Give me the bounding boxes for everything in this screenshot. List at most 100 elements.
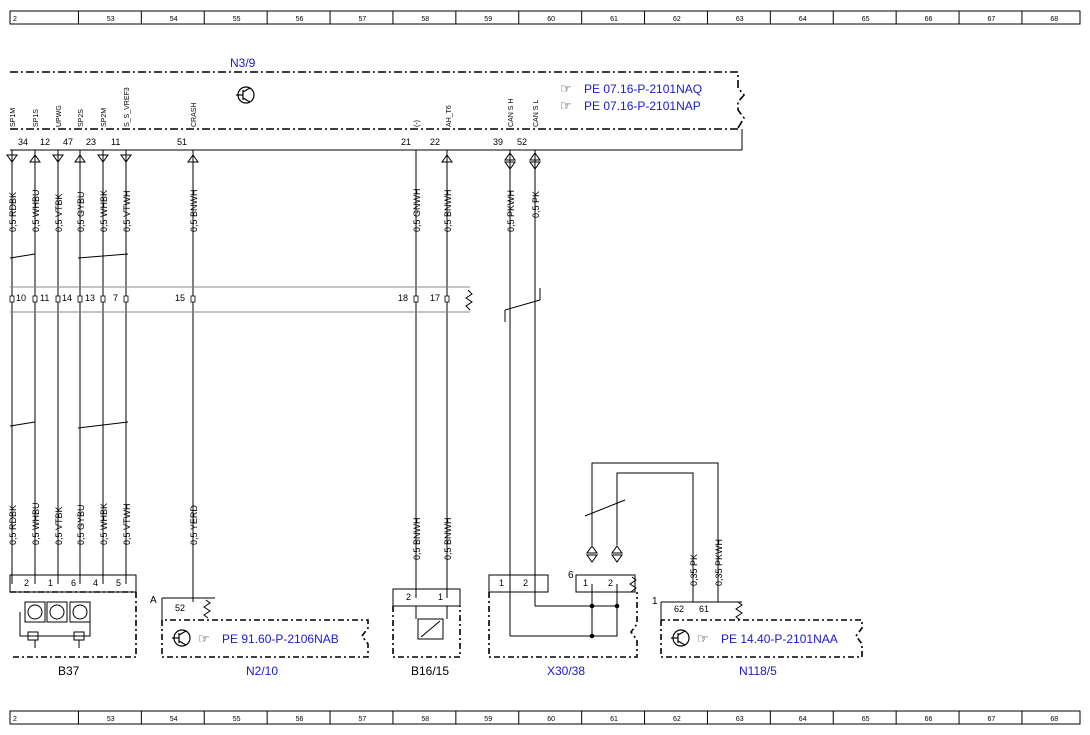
wire-label: 0,5 VTBK <box>54 193 64 232</box>
ruler-tick-label: 53 <box>107 16 115 23</box>
wire-label: 0,5 GYBU <box>76 191 86 232</box>
ruler-tick-label: 58 <box>421 716 429 723</box>
ruler-tick-label: 55 <box>233 16 241 23</box>
transistor-icon <box>172 629 191 647</box>
connector-terminals <box>9 295 450 303</box>
component-b37 <box>9 574 137 658</box>
pin-name: SP2S <box>78 109 85 127</box>
pin-number: 61 <box>699 604 709 614</box>
pin-number: 1 <box>48 578 53 588</box>
pin-name: SP2M <box>101 108 108 127</box>
n2-10-side-label: A <box>150 595 157 606</box>
upper-wire-labels: 0,5 RDBK 0,5 WHBU 0,5 VTBK 0,5 GYBU 0,5 … <box>8 188 541 232</box>
reference-link-n3-9-a[interactable]: ☞ PE 07.16-P-2101NAQ <box>560 81 702 96</box>
ruler-tick-label: 55 <box>233 716 241 723</box>
ruler-tick-label: 59 <box>484 716 492 723</box>
component-n118-5 <box>660 601 863 658</box>
ruler-tick-label: 66 <box>925 16 933 23</box>
pin-number: 22 <box>430 137 440 147</box>
pin-number: 6 <box>71 578 76 588</box>
component-x30-38-name: X30/38 <box>547 664 585 678</box>
pin-number: 21 <box>401 137 411 147</box>
pin-name: CAN S L <box>533 100 540 127</box>
ruler-tick-label: 68 <box>1050 16 1058 23</box>
ruler-tick-label: 60 <box>547 716 555 723</box>
pin-number: 4 <box>93 578 98 588</box>
ruler-tick-label: 53 <box>107 716 115 723</box>
ruler-tick-label: 66 <box>925 716 933 723</box>
ruler-tick-label: 64 <box>799 716 807 723</box>
pin-number: 10 <box>16 293 26 303</box>
ruler-tick-label: 65 <box>862 16 870 23</box>
pin-name: AH_T6 <box>446 105 453 127</box>
module-n3-9-name: N3/9 <box>230 56 256 70</box>
transistor-icon <box>671 629 690 647</box>
reference-n3-9-b[interactable]: PE 07.16-P-2101NAP <box>584 99 701 113</box>
pin-number: 14 <box>62 293 72 303</box>
pin-number: 62 <box>674 604 684 614</box>
ruler-tick-label: 2 <box>13 16 17 23</box>
reference-link-n118-5[interactable]: ☞ PE 14.40-P-2101NAA <box>697 631 838 646</box>
pointing-hand-icon: ☞ <box>560 98 572 113</box>
top-ruler: 25354555657585960616263646566676869 <box>9 10 1081 25</box>
ruler-tick-label: 63 <box>736 716 744 723</box>
pin-names: SP1M SP1S UPWG SP2S SP2M S_S_VREF3 CRASH… <box>10 87 540 127</box>
ruler-tick-label: 64 <box>799 16 807 23</box>
wire-label: 0,5 RDBK <box>8 505 18 545</box>
wire-label: 0,5 YERD <box>189 505 199 545</box>
ruler-tick-label: 56 <box>296 716 304 723</box>
wire-label: 0,5 PK <box>531 191 541 218</box>
pin-number: 15 <box>175 293 185 303</box>
reference-n118-5[interactable]: PE 14.40-P-2101NAA <box>721 632 838 646</box>
ruler-tick-label: 61 <box>610 16 618 23</box>
module-n3-9 <box>10 71 746 151</box>
wire-label: 0,5 WHBU <box>31 189 41 232</box>
reference-n2-10[interactable]: PE 91.60-P-2106NAB <box>222 632 339 646</box>
pin-number: 52 <box>517 137 527 147</box>
lower-wire-labels: 0,5 RDBK 0,5 WHBU 0,5 VTBK 0,5 GYBU 0,5 … <box>8 502 724 586</box>
pin-number: 5 <box>116 578 121 588</box>
pin-number: 13 <box>85 293 95 303</box>
wire-label: 0,5 GNWH <box>412 188 422 232</box>
x30-38-side-label: 6 <box>568 570 574 581</box>
pointing-hand-icon: ☞ <box>198 631 210 646</box>
n3-9-pin-numbers: 34 12 47 23 11 51 21 22 39 52 <box>18 137 527 147</box>
ruler-tick-label: 67 <box>988 16 996 23</box>
pin-number: 2 <box>523 578 528 588</box>
pin-number: 23 <box>86 137 96 147</box>
pin-number: 1 <box>438 592 443 602</box>
component-b16-15 <box>392 588 461 658</box>
wire-label: 0,5 GYBU <box>76 504 86 545</box>
pin-number: 18 <box>398 293 408 303</box>
ruler-tick-label: 62 <box>673 716 681 723</box>
wire-label: 0,35 PK <box>689 554 699 586</box>
pin-number: 2 <box>406 592 411 602</box>
pin-number: 1 <box>499 578 504 588</box>
wire-label: 0,5 RDBK <box>8 192 18 232</box>
reference-link-n2-10[interactable]: ☞ PE 91.60-P-2106NAB <box>198 631 339 646</box>
bottom-ruler: 25354555657585960616263646566676869 <box>9 710 1081 725</box>
wire-label: 0,5 VTWH <box>122 190 132 232</box>
pin-name: CAN S H <box>508 99 515 127</box>
pin-number: 52 <box>175 603 185 613</box>
pin-number: 17 <box>430 293 440 303</box>
pin-number: 1 <box>583 578 588 588</box>
component-b37-name: B37 <box>58 664 80 678</box>
reference-n3-9-a[interactable]: PE 07.16-P-2101NAQ <box>584 82 702 96</box>
ruler-tick-label: 57 <box>359 716 367 723</box>
pin-number: 11 <box>40 293 49 303</box>
ruler-tick-label: 59 <box>484 16 492 23</box>
pointing-hand-icon: ☞ <box>697 631 709 646</box>
pin-name: UPWG <box>56 105 63 127</box>
component-b16-15-name: B16/15 <box>411 664 449 678</box>
pin-number: 47 <box>63 137 73 147</box>
reference-link-n3-9-b[interactable]: ☞ PE 07.16-P-2101NAP <box>560 98 701 113</box>
component-n2-10 <box>161 597 369 658</box>
pin-name: S_S_VREF3 <box>124 87 131 127</box>
pin-name: CRASH <box>191 102 198 127</box>
wire-label: 0,5 WHBK <box>99 503 109 545</box>
wire-label: 0,5 BNWH <box>189 189 199 232</box>
n118-5-side-label: 1 <box>652 596 658 607</box>
ruler-tick-label: 54 <box>170 16 178 23</box>
wire-label: 0,5 WHBU <box>31 502 41 545</box>
